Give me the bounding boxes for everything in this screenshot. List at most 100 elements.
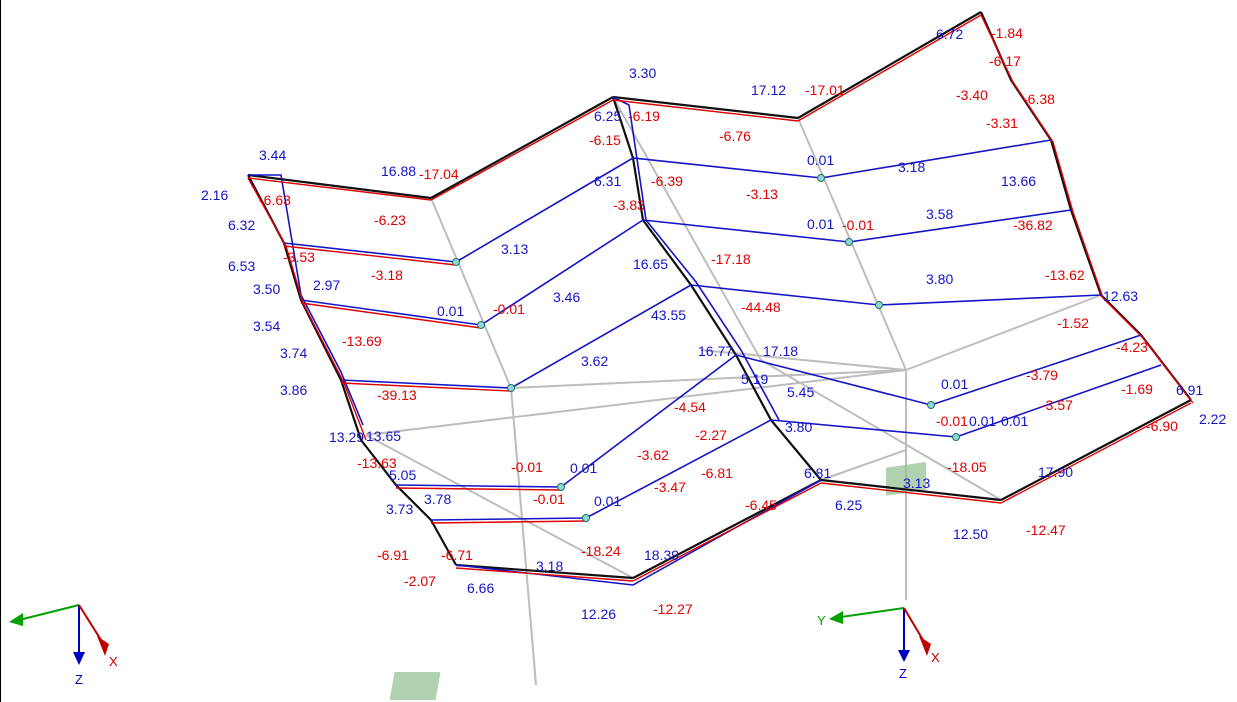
value-label: -3.40 xyxy=(956,87,988,103)
value-label: -3.57 xyxy=(1041,397,1073,413)
value-label: -3.31 xyxy=(986,115,1018,131)
value-label: -0.01 xyxy=(936,413,968,429)
value-label: 3.13 xyxy=(903,475,930,491)
value-label: 2.97 xyxy=(313,277,340,293)
value-label: 18.39 xyxy=(644,547,679,563)
value-label: -6.15 xyxy=(589,132,621,148)
x-axis-label: X xyxy=(109,654,118,669)
ridge-a xyxy=(247,173,432,200)
value-label: 6.91 xyxy=(1176,382,1203,398)
value-label: 3.50 xyxy=(253,281,280,297)
blue-member xyxy=(848,209,1072,243)
value-label: 12.26 xyxy=(581,606,616,622)
blue-member xyxy=(395,484,562,488)
value-label: 0.01 xyxy=(807,152,834,168)
blue-member xyxy=(480,219,644,326)
value-label: 3.44 xyxy=(259,147,286,163)
hinge xyxy=(582,514,590,522)
hinge xyxy=(477,321,485,329)
blue-member xyxy=(585,419,772,519)
red-member xyxy=(455,567,634,582)
hinge xyxy=(452,258,460,266)
bottom-b xyxy=(632,479,822,579)
value-label: -1.52 xyxy=(1057,315,1089,331)
hinge xyxy=(927,401,935,409)
value-label: 3.80 xyxy=(785,419,812,435)
value-label: -13.63 xyxy=(357,455,397,471)
gray-members xyxy=(365,96,1102,686)
gray-member xyxy=(905,294,1102,371)
value-label: 12.50 xyxy=(953,526,988,542)
value-label: -36.82 xyxy=(1013,217,1053,233)
supports xyxy=(389,461,926,700)
value-label: -17.01 xyxy=(805,82,845,98)
red-member xyxy=(430,520,587,524)
blue-member xyxy=(510,284,692,389)
ridge-b xyxy=(430,96,614,199)
blue-member xyxy=(735,354,932,406)
value-label: 16.88 xyxy=(381,163,416,179)
value-label: -6.45 xyxy=(745,497,777,513)
red-member xyxy=(980,14,1194,404)
value-label: -17.04 xyxy=(419,166,459,182)
hinge xyxy=(817,174,825,182)
value-label: 3.80 xyxy=(926,271,953,287)
value-label: -39.13 xyxy=(377,387,417,403)
bottom-c xyxy=(820,478,1002,502)
blue-member xyxy=(955,364,1162,438)
value-label: 6.72 xyxy=(936,26,963,42)
value-label: 0.01 xyxy=(594,493,621,509)
red-member xyxy=(395,487,562,491)
value-label: 0.01 xyxy=(969,413,996,429)
value-label: 16.77 xyxy=(698,343,733,359)
red-member xyxy=(820,482,1002,504)
value-label: 6.32 xyxy=(228,217,255,233)
blue-member xyxy=(300,299,482,326)
x-axis-arrow xyxy=(97,636,109,656)
value-label: 0.01 xyxy=(941,376,968,392)
value-label: -3.62 xyxy=(637,447,669,463)
axis-triad-left: X Z xyxy=(9,604,118,687)
value-label: 43.55 xyxy=(651,307,686,323)
blue-member xyxy=(632,157,822,179)
value-label: -6.76 xyxy=(719,128,751,144)
value-label: -44.48 xyxy=(741,299,781,315)
value-label: -0.01 xyxy=(511,459,543,475)
gray-member xyxy=(612,96,762,361)
value-label: -3.18 xyxy=(371,267,403,283)
z-axis-arrow xyxy=(898,650,910,662)
value-label: -0.01 xyxy=(533,491,565,507)
value-label: -6.81 xyxy=(701,465,733,481)
value-label: -13.62 xyxy=(1045,267,1085,283)
red-member xyxy=(300,302,482,329)
value-label: 17.90 xyxy=(1038,464,1073,480)
hinges xyxy=(452,174,960,522)
axis-triad-right: Y X Z xyxy=(817,607,940,681)
value-label: 6.53 xyxy=(228,258,255,274)
value-label: -1.69 xyxy=(1121,381,1153,397)
value-label: 5.05 xyxy=(389,467,416,483)
red-member xyxy=(430,99,614,201)
value-label: -12.47 xyxy=(1026,522,1066,538)
value-label: -6.38 xyxy=(1023,91,1055,107)
hinge xyxy=(952,433,960,441)
blue-member xyxy=(340,379,512,389)
red-member xyxy=(283,245,457,266)
blue-member xyxy=(430,517,587,521)
value-label: 2.16 xyxy=(201,187,228,203)
red-member xyxy=(247,177,432,201)
red-members xyxy=(247,14,1194,582)
gray-member xyxy=(365,434,634,579)
red-member xyxy=(612,99,799,122)
value-label: -3.53 xyxy=(283,249,315,265)
y-axis-line xyxy=(18,604,80,621)
value-label: 3.86 xyxy=(280,382,307,398)
value-label: -6.17 xyxy=(989,53,1021,69)
ridge-c xyxy=(612,95,799,120)
gray-member xyxy=(365,369,907,436)
value-label: -6.63 xyxy=(259,192,291,208)
value-label: -18.05 xyxy=(947,459,987,475)
value-label: -0.01 xyxy=(493,301,525,317)
